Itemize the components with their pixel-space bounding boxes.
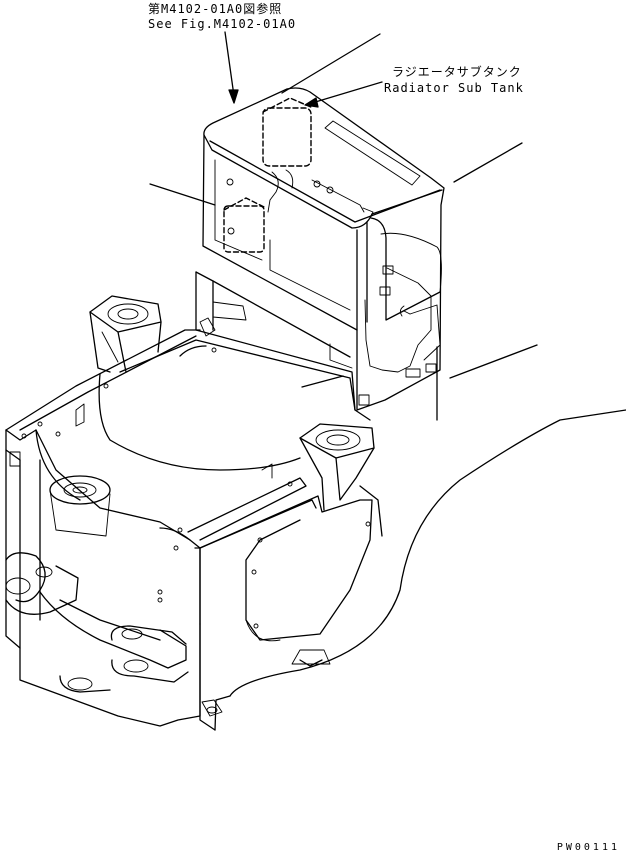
radiator-sub-tank-label-en: Radiator Sub Tank [384,81,524,95]
rear-frame [5,329,626,731]
radiator-housing [202,87,445,421]
support-frame [195,271,356,411]
radiator-sub-tank-leader [304,81,383,108]
drawing-code: PW00111 [556,842,620,853]
figure-reference-en: See Fig.M4102-01A0 [148,17,297,31]
left-hinge-pedestal [89,295,162,373]
right-hinge-pedestal [299,423,375,511]
radiator-sub-tank-label-jp: ラジエータサブタンク [392,65,522,79]
callout-lines [149,33,538,388]
figure-reference-jp: 第M4102-01A0図参照 [148,2,283,16]
figure-reference-leader [224,31,239,104]
